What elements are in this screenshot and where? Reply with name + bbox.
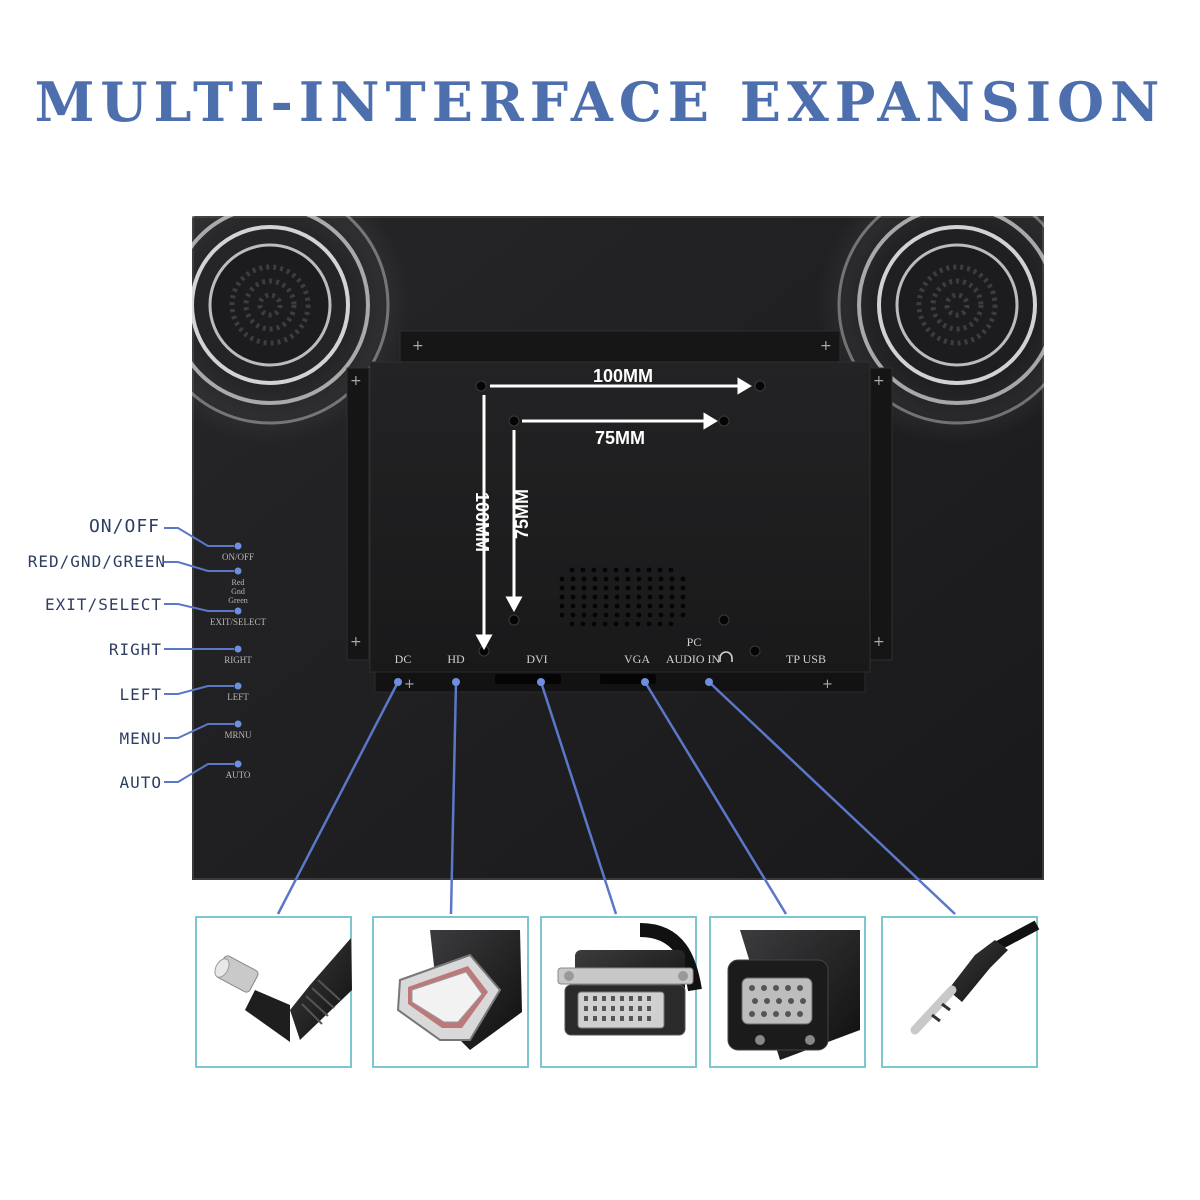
button-callout-line: [164, 603, 234, 612]
side-button-5[interactable]: [234, 720, 242, 728]
screw-icon: +: [412, 338, 424, 354]
vesa-outer-vertical-label: 100MM: [472, 492, 492, 552]
audio-jack-plug-icon: [910, 920, 1040, 1035]
port-label-audio-in: AUDIO IN: [666, 652, 721, 666]
button-callout-line: [164, 763, 234, 783]
panel-button-label: Red: [232, 578, 245, 587]
side-button-1[interactable]: [234, 567, 242, 575]
port-label-vga: VGA: [624, 652, 650, 666]
screw-icon: +: [873, 634, 885, 650]
screw-icon: +: [820, 338, 832, 354]
panel-button-label: LEFT: [227, 692, 249, 702]
callout-label-exit-select: EXIT/SELECT: [45, 595, 162, 614]
port-label-hd: HD: [447, 652, 465, 666]
panel-button-label: Green: [228, 596, 248, 605]
panel-button-label: ON/OFF: [222, 552, 254, 562]
port-cutouts: [495, 674, 656, 684]
callout-label-red-gnd-green: RED/GND/GREEN: [27, 552, 166, 571]
headphone-icon: [719, 651, 733, 662]
panel-button-label: AUTO: [226, 770, 251, 780]
panel-button-label: EXIT/SELECT: [210, 617, 266, 627]
vesa-inner-horizontal-label: 75MM: [595, 428, 645, 448]
button-callout-line: [164, 685, 234, 695]
button-callout-line: [164, 561, 234, 572]
port-label-tp-usb: TP USB: [786, 652, 826, 666]
callout-label-on-off: ON/OFF: [88, 516, 160, 537]
side-button-6[interactable]: [234, 760, 242, 768]
port-label-dvi: DVI: [526, 652, 547, 666]
left-bracket: [346, 367, 370, 661]
button-callout-line: [164, 527, 234, 547]
vesa-outer-horizontal-label: 100MM: [593, 366, 653, 386]
dc-plug-icon: [214, 938, 352, 1042]
callout-label-right: RIGHT: [108, 640, 162, 659]
screw-icon: +: [822, 677, 833, 692]
panel-button-label: Gnd: [231, 587, 245, 596]
callout-endpoints: [394, 678, 713, 686]
screw-icon: +: [350, 634, 362, 650]
screw-icon: +: [350, 373, 362, 389]
screw-icon: +: [873, 373, 885, 389]
monitor-back-panel: [192, 216, 1044, 880]
button-callout-line: [164, 723, 234, 739]
dvi-plug-icon: [557, 923, 702, 1036]
port-label-pc: PC: [687, 635, 702, 649]
vesa-inner-vertical-label: 75MM: [512, 489, 532, 539]
rear-plate: [369, 361, 871, 673]
side-button-4[interactable]: [234, 682, 242, 690]
right-speaker-icon: [817, 165, 1097, 445]
vent-grille: [559, 567, 686, 627]
right-bracket: [869, 367, 893, 661]
bottom-lip: [374, 671, 866, 693]
callout-label-menu: MENU: [119, 729, 162, 748]
callout-label-auto: AUTO: [119, 773, 162, 792]
callout-label-left: LEFT: [119, 685, 162, 704]
page-title: MULTI-INTERFACE EXPANSION: [34, 70, 1166, 134]
side-button-3[interactable]: [234, 645, 242, 653]
panel-button-label: RIGHT: [224, 655, 252, 665]
port-label-dc: DC: [395, 652, 412, 666]
vesa-dimension-arrows: [475, 377, 752, 651]
vesa-holes: [475, 380, 766, 657]
screw-icon: +: [404, 677, 415, 692]
panel-button-label: MRNU: [224, 730, 252, 740]
top-bracket: [399, 330, 841, 366]
hdmi-plug-icon: [396, 930, 522, 1050]
vga-plug-icon: [727, 930, 860, 1060]
side-button-2[interactable]: [234, 607, 242, 615]
connector-boxes: [195, 916, 1038, 1068]
left-speaker-icon: [130, 165, 410, 445]
connector-callout-lines: [276, 681, 956, 915]
side-button-0[interactable]: [234, 542, 242, 550]
